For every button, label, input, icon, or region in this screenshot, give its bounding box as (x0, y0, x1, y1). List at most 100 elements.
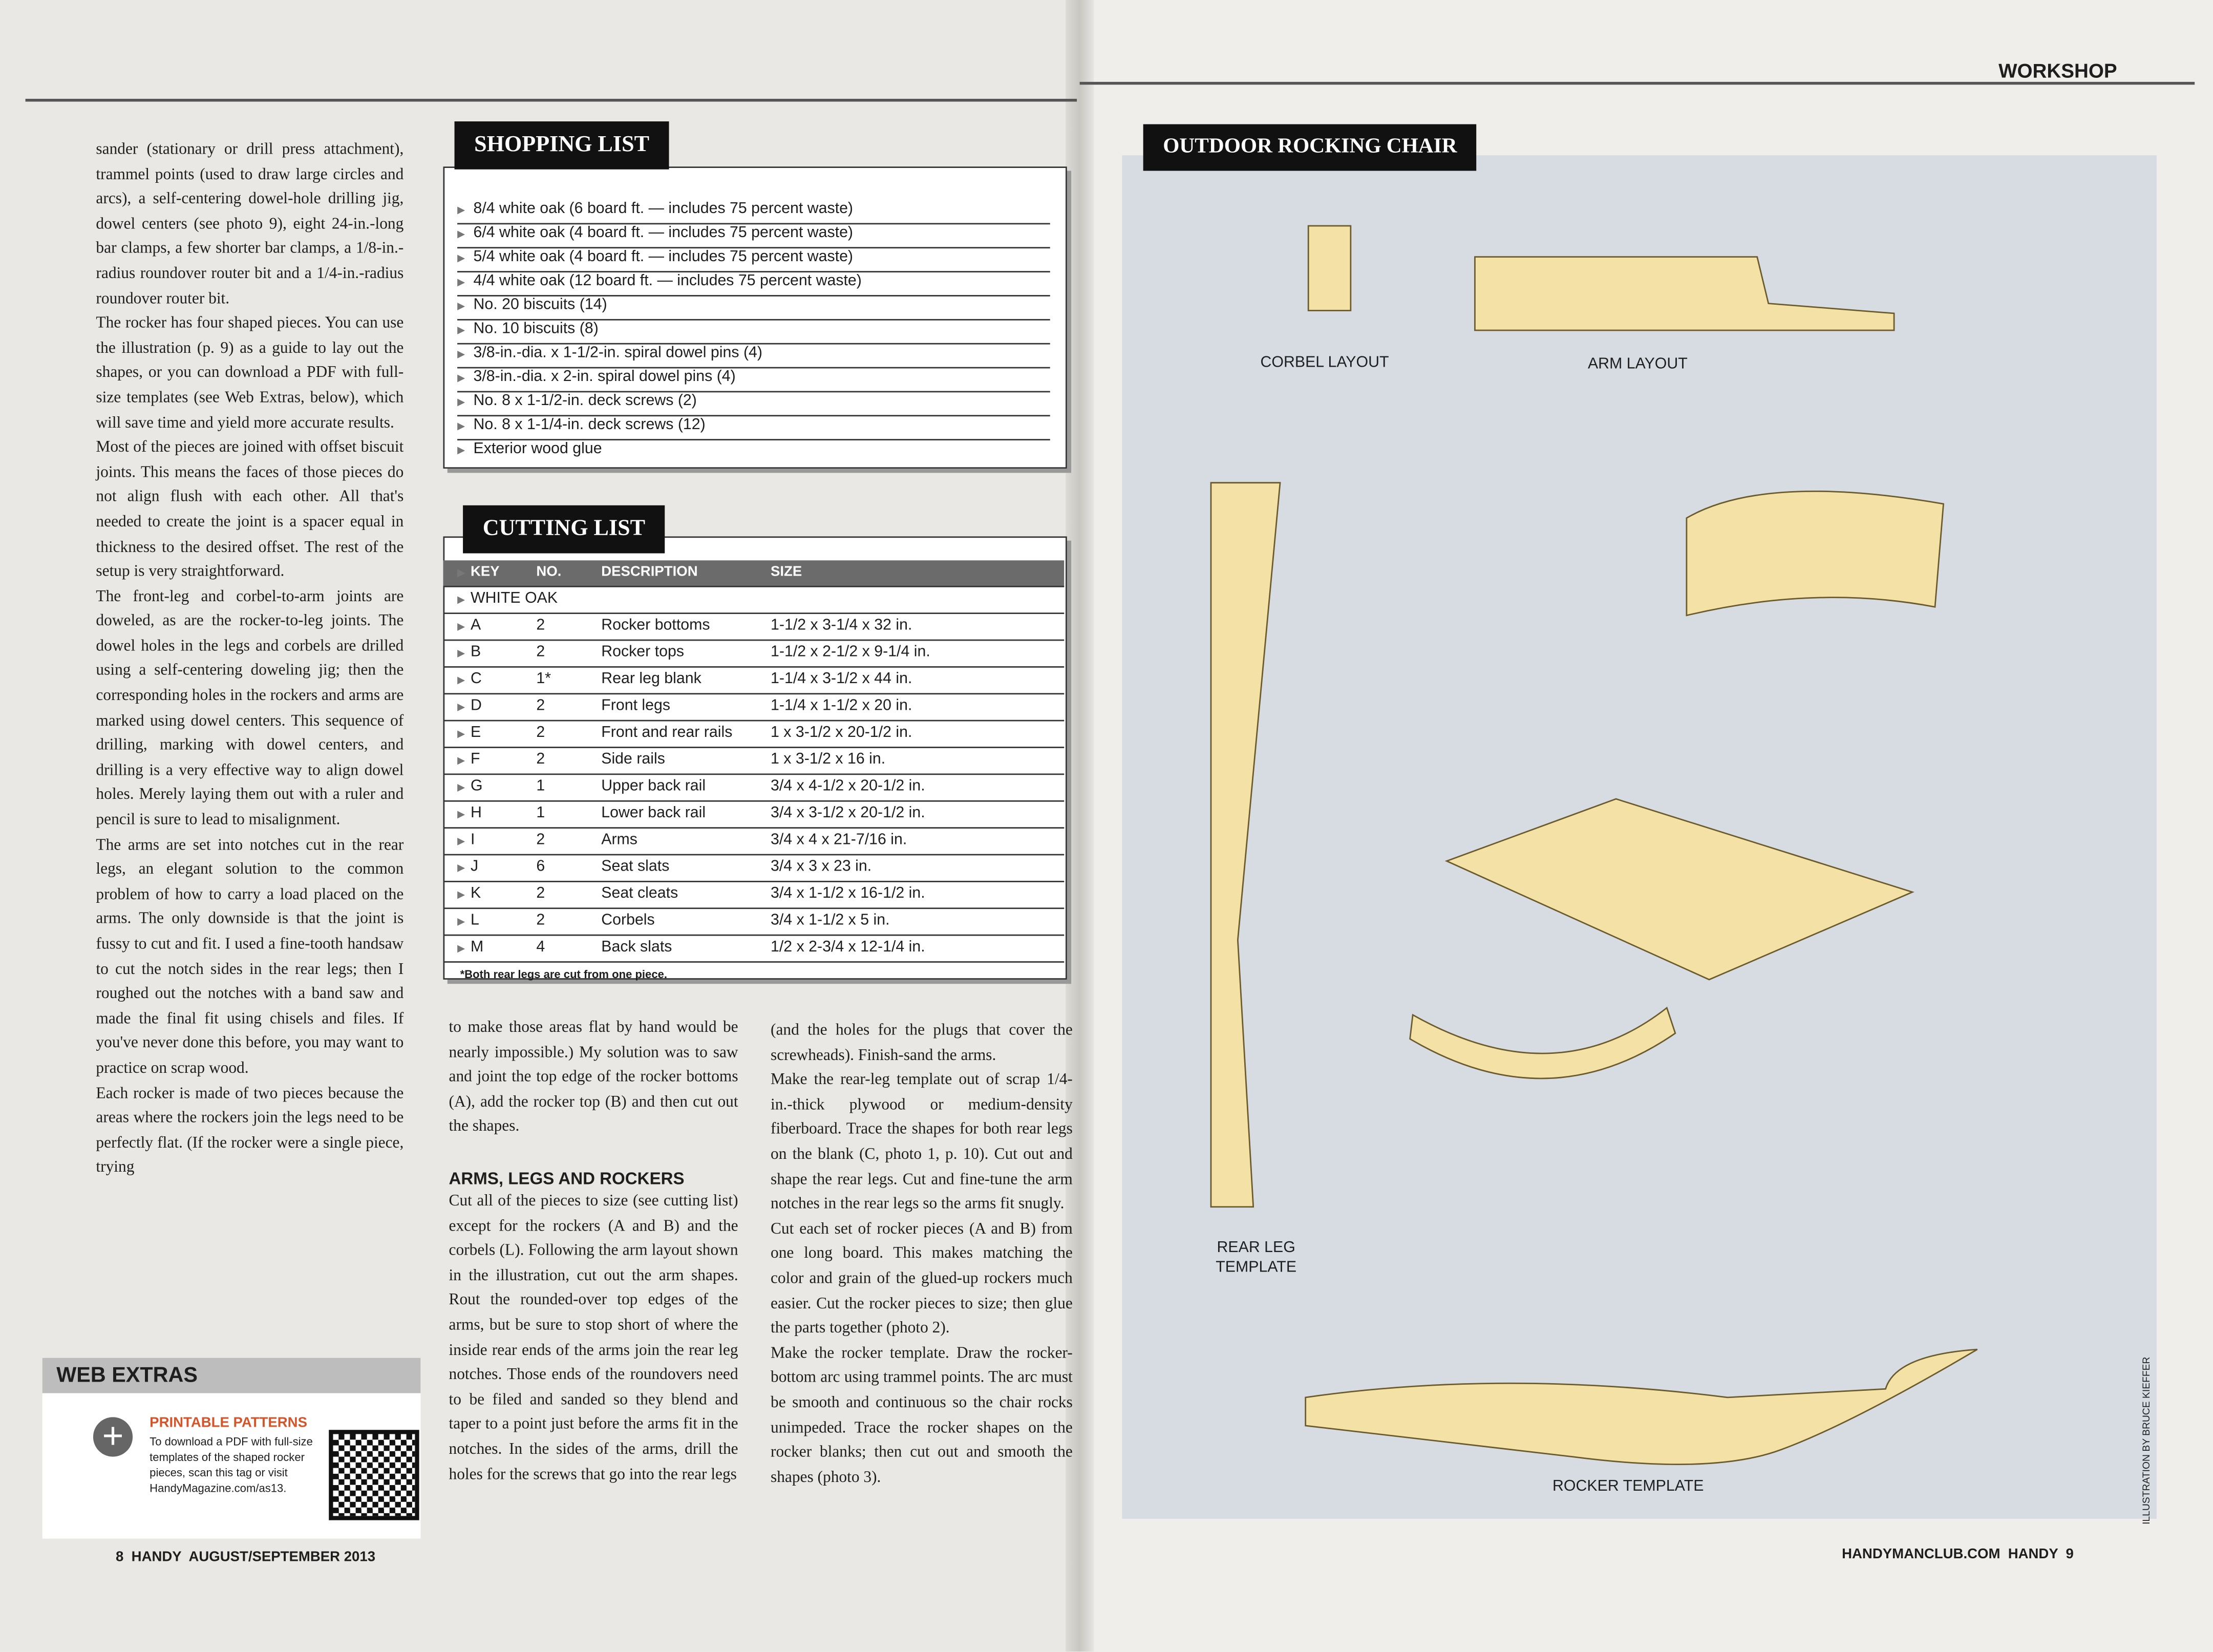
illustration-credit: ILLUSTRATION BY BRUCE KIEFFER (2142, 1357, 2153, 1524)
shopping-item: 8/4 white oak (6 board ft. — includes 75… (457, 198, 1050, 225)
section-label: WORKSHOP (1998, 59, 2117, 82)
cutting-row: I2 Arms 3/4 x 4 x 21-7/16 in. (443, 829, 1065, 856)
cell-key: C (457, 668, 536, 693)
cell-description: Seat cleats (601, 885, 678, 902)
cell-description: Rear leg blank (601, 670, 701, 688)
cell-size: 3/4 x 1-1/2 x 16-1/2 in. (770, 885, 925, 902)
cell-key: L (457, 909, 536, 935)
cutting-footnote: *Both rear legs are cut from one piece. (460, 968, 668, 981)
cell-size: 3/4 x 3-1/2 x 20-1/2 in. (770, 804, 925, 822)
column-1-text: sander (stationary or drill press attach… (96, 141, 404, 1177)
cell-key: K (457, 882, 536, 908)
cell-description: Upper back rail (601, 777, 706, 795)
cutting-row: B2 Rocker tops 1-1/2 x 2-1/2 x 9-1/4 in. (443, 641, 1065, 668)
cutting-header-row: KEY NO. DESCRIPTION SIZE (443, 560, 1065, 587)
shopping-item: 4/4 white oak (12 board ft. — includes 7… (457, 269, 1050, 296)
cell-size: 1-1/2 x 2-1/2 x 9-1/4 in. (770, 643, 930, 661)
cutting-group-row: WHITE OAK (443, 587, 1065, 615)
arm-layout-caption: ARM LAYOUT (1587, 355, 1688, 373)
shopping-item: 5/4 white oak (4 board ft. — includes 75… (457, 246, 1050, 272)
chair-back-rails (1686, 490, 1945, 617)
shopping-item: 3/8-in.-dia. x 1-1/2-in. spiral dowel pi… (457, 342, 1050, 369)
cell-key: I (457, 829, 536, 854)
page-gutter (1066, 0, 1094, 1651)
rear-leg-template-caption: REAR LEG TEMPLATE (1216, 1239, 1297, 1276)
header-key: KEY (457, 560, 536, 586)
corbel-layout-shape (1307, 225, 1352, 311)
shopping-item: 6/4 white oak (4 board ft. — includes 75… (457, 222, 1050, 249)
cell-description: Rocker bottoms (601, 617, 710, 634)
cell-key: B (457, 641, 536, 666)
cell-size: 3/4 x 3 x 23 in. (770, 858, 872, 875)
cutting-row: K2 Seat cleats 3/4 x 1-1/2 x 16-1/2 in. (443, 882, 1065, 909)
shopping-list-title: SHOPPING LIST (454, 121, 669, 170)
rear-leg-template-shape (1210, 482, 1281, 1208)
cell-description: Side rails (601, 751, 665, 768)
rocker-template-caption: ROCKER TEMPLATE (1552, 1477, 1704, 1495)
header-no: NO. (536, 564, 562, 580)
cell-key: H (457, 802, 536, 828)
right-footer: HANDYMANCLUB.COM HANDY 9 (1842, 1547, 2074, 1563)
group-label: WHITE OAK (457, 587, 982, 613)
cell-no: 1 (536, 777, 545, 795)
cell-no: 4 (536, 939, 545, 956)
cell-no: 6 (536, 858, 545, 875)
column-2-heading: ARMS, LEGS AND ROCKERS (449, 1169, 685, 1189)
chair-rocker (1409, 1006, 1676, 1079)
cell-size: 1 x 3-1/2 x 20-1/2 in. (770, 724, 912, 742)
rocking-chair-diagram (1210, 225, 1978, 1466)
web-extras-title: WEB EXTRAS (42, 1358, 421, 1393)
column-2-text-2: Cut all of the pieces to size (see cutti… (449, 1193, 738, 1483)
column-2-text: to make those areas flat by hand would b… (449, 1019, 738, 1136)
shopping-item: No. 8 x 1-1/4-in. deck screws (12) (457, 414, 1050, 440)
arm-layout-shape (1474, 256, 1895, 331)
cell-description: Front legs (601, 697, 671, 714)
cell-description: Front and rear rails (601, 724, 733, 742)
corbel-layout-caption: CORBEL LAYOUT (1260, 354, 1389, 371)
cell-no: 2 (536, 617, 545, 634)
cell-size: 3/4 x 1-1/2 x 5 in. (770, 912, 890, 929)
cell-description: Seat slats (601, 858, 670, 875)
cell-description: Rocker tops (601, 643, 685, 661)
cell-key: A (457, 614, 536, 640)
shopping-item: 3/8-in.-dia. x 2-in. spiral dowel pins (… (457, 366, 1050, 393)
cell-no: 2 (536, 751, 545, 768)
cell-key: D (457, 694, 536, 720)
cell-no: 1 (536, 804, 545, 822)
left-footer: 8 HANDY AUGUST/SEPTEMBER 2013 (116, 1550, 376, 1565)
cell-no: 1* (536, 670, 551, 688)
cell-no: 2 (536, 885, 545, 902)
cell-description: Lower back rail (601, 804, 706, 822)
cutting-row: C1* Rear leg blank 1-1/4 x 3-1/2 x 44 in. (443, 668, 1065, 695)
cell-description: Arms (601, 831, 637, 849)
cell-no: 2 (536, 643, 545, 661)
plus-icon: + (93, 1417, 133, 1457)
cell-size: 1/2 x 2-3/4 x 12-1/4 in. (770, 939, 925, 956)
shopping-item: No. 10 biscuits (8) (457, 317, 1050, 345)
chair-seat (1444, 798, 1914, 981)
cutting-list-title: CUTTING LIST (463, 505, 665, 554)
cutting-table: KEY NO. DESCRIPTION SIZE WHITE OAK A2Roc… (443, 560, 1065, 986)
diagram-title: OUTDOOR ROCKING CHAIR (1143, 124, 1477, 171)
cell-no: 2 (536, 697, 545, 714)
cell-size: 1-1/2 x 3-1/4 x 32 in. (770, 617, 912, 634)
cell-no: 2 (536, 831, 545, 849)
cell-key: F (457, 748, 536, 774)
top-rule-right (1079, 81, 2195, 85)
column-3-text: (and the holes for the plugs that cover … (770, 1022, 1073, 1486)
shopping-item: No. 20 biscuits (14) (457, 293, 1050, 321)
cell-size: 3/4 x 4 x 21-7/16 in. (770, 831, 907, 849)
cutting-row: H1 Lower back rail 3/4 x 3-1/2 x 20-1/2 in… (443, 802, 1065, 829)
shopping-item: Exterior wood glue (457, 437, 1050, 463)
rocker-template-shape (1305, 1348, 1978, 1466)
qr-code-icon[interactable] (329, 1430, 419, 1520)
shopping-list: 8/4 white oak (6 board ft. — includes 75… (443, 198, 1065, 466)
cell-size: 1-1/4 x 3-1/2 x 44 in. (770, 670, 912, 688)
top-rule-left (25, 98, 1077, 102)
cutting-row: A2 Rocker bottoms 1-1/2 x 3-1/4 x 32 in. (443, 614, 1065, 641)
